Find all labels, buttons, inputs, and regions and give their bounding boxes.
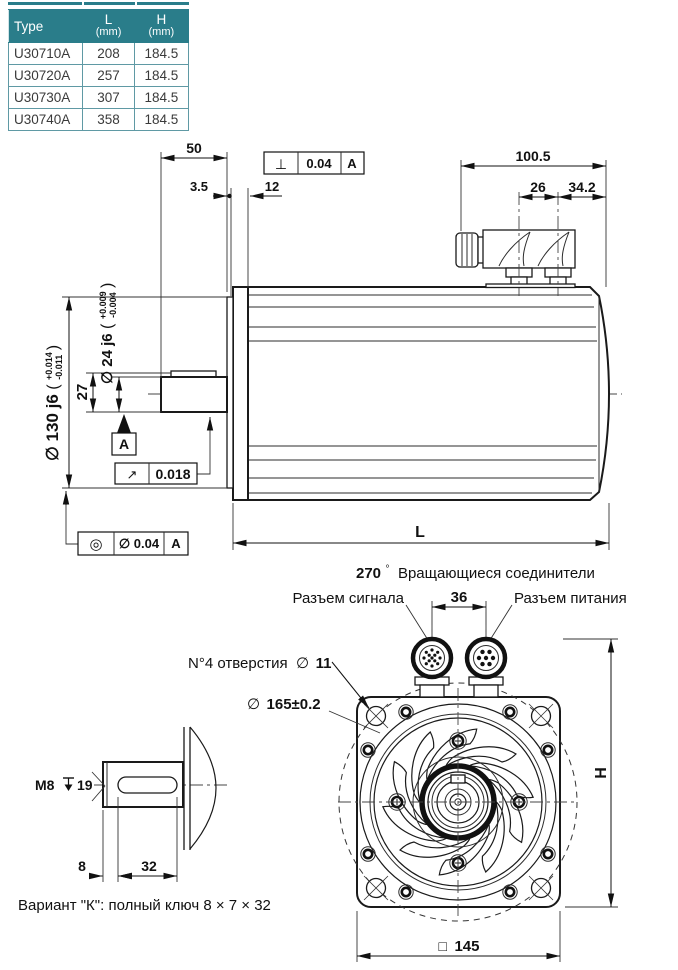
- svg-text:∅ 0.04: ∅ 0.04: [119, 536, 160, 551]
- perpendicularity-frame: ⊥ 0.04 A: [263, 151, 365, 175]
- side-connector-assembly: [455, 192, 576, 296]
- shaft-end-view: M8 19 8 32 Ва: [18, 726, 271, 914]
- perpendicularity-icon: ⊥: [275, 156, 287, 172]
- cell-type: U30710A: [7, 42, 84, 65]
- dim-32-label: 32: [141, 858, 157, 874]
- holes-note: N°4 отверстия ∅ 11: [188, 655, 331, 672]
- svg-text:M8: M8: [35, 777, 55, 793]
- svg-text:A: A: [171, 536, 181, 551]
- cell-l: 358: [82, 108, 135, 131]
- signal-connector-label: Разъем сигнала: [293, 590, 405, 607]
- runout-icon: ↗: [127, 467, 138, 482]
- side-view: 50 3.5 12 ⊥ 0.04 A 100.5 26 34.2: [39, 140, 622, 556]
- dim-26-label: 26: [530, 179, 546, 195]
- spec-table: Type L(mm) H(mm) U30710A 208 184.5 U3072…: [7, 2, 190, 131]
- table-row: U30730A 307 184.5: [7, 86, 190, 109]
- dim-h-label: H: [593, 767, 610, 779]
- svg-text:∅ 130 j6 (: ∅ 130 j6 ( +0.014 -0.011 ): [39, 345, 66, 461]
- svg-text:19: 19: [77, 777, 93, 793]
- cell-type: U30730A: [7, 86, 84, 109]
- dim-100-5-label: 100.5: [515, 148, 550, 164]
- signal-connector: [410, 612, 454, 700]
- svg-text:A: A: [119, 436, 129, 452]
- cell-type: U30740A: [7, 108, 84, 131]
- rotate-note: 270 ° Вращающиеся соединители: [356, 559, 595, 582]
- svg-text:27: 27: [74, 384, 91, 401]
- concentricity-frame: ◎ ∅ 0.04 A: [62, 491, 189, 556]
- front-view: 270 ° Вращающиеся соединители Разъем сиг…: [188, 559, 627, 962]
- dim-3-5-label: 3.5: [190, 179, 208, 194]
- cell-h: 184.5: [133, 42, 190, 65]
- variant-k-caption: Вариант "К": полный ключ 8 × 7 × 32: [18, 897, 271, 914]
- dim-l-label: L: [415, 524, 425, 541]
- square-145-label: □ 145: [439, 938, 480, 955]
- dia-130-label: ∅ 130 j6 ( +0.014 -0.011 ): [39, 345, 66, 461]
- table-top-border: [8, 2, 189, 5]
- datum-a: A: [111, 414, 137, 456]
- depth-symbol-icon: [63, 777, 74, 791]
- dim-50-label: 50: [186, 140, 202, 156]
- svg-text:H: H: [593, 767, 610, 779]
- bolt-circle-note: ∅ 165±0.2: [247, 696, 321, 713]
- dim-12-label: 12: [265, 179, 279, 194]
- concentricity-icon: ◎: [89, 536, 102, 553]
- cell-type: U30720A: [7, 64, 84, 87]
- cell-h: 184.5: [133, 86, 190, 109]
- table-row: U30710A 208 184.5: [7, 42, 190, 65]
- svg-text:A: A: [347, 156, 357, 171]
- power-connector: [464, 612, 508, 700]
- power-connector-label: Разъем питания: [514, 590, 627, 607]
- cell-l: 257: [82, 64, 135, 87]
- svg-text:0.018: 0.018: [155, 466, 190, 482]
- dia-24-label: ∅ 24 j6 ( +0.009 -0.004 ): [93, 283, 120, 384]
- col-header-type: Type: [7, 9, 84, 43]
- dim-34-2-label: 34.2: [568, 179, 595, 195]
- table-row: U30740A 358 184.5: [7, 108, 190, 131]
- runout-frame: ↗ 0.018: [114, 417, 214, 485]
- dim-8-label: 8: [78, 858, 86, 874]
- dim-27-label: 27: [74, 384, 91, 401]
- svg-text:∅ 24 j6 (: ∅ 24 j6 ( +0.009 -0.004 ): [93, 283, 120, 384]
- thread-note: M8 19: [35, 771, 106, 802]
- dim-36-label: 36: [451, 589, 468, 606]
- svg-text:0.04: 0.04: [306, 156, 332, 171]
- cell-l: 208: [82, 42, 135, 65]
- cell-h: 184.5: [133, 108, 190, 131]
